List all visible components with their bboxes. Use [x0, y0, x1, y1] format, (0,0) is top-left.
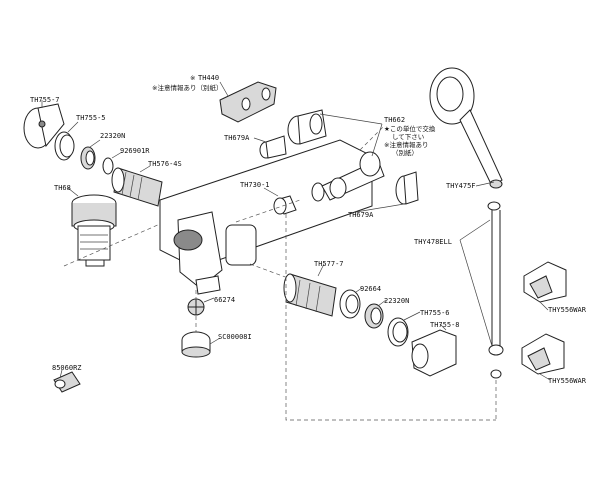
part-th755-6-ring [387, 317, 409, 347]
part-thy478ell-hose [487, 201, 504, 379]
label-th68: TH68 [54, 184, 71, 192]
part-926901r-oring [102, 157, 114, 175]
part-thy556war-holder-bottom [521, 333, 565, 375]
label-th679a-left: TH679A [224, 134, 250, 142]
part-th755-5-ring [54, 131, 75, 161]
label-66274: 66274 [214, 296, 236, 304]
part-66274-strainer [187, 298, 205, 316]
part-thy556war-holder-top [523, 261, 567, 303]
label-92664: 92664 [360, 285, 382, 293]
label-th440: TH440 [198, 74, 220, 82]
note-th662-line3: ※注意情報あり [384, 141, 429, 149]
label-th679a-right: TH679A [348, 211, 374, 219]
leader-lines [41, 81, 551, 421]
label-22320n-top: 22320N [100, 132, 126, 140]
label-thy475f: THY475F [446, 182, 476, 190]
part-th577-7-cartridge [283, 273, 337, 317]
part-th68-valve [71, 194, 117, 267]
part-thy475f-connector [489, 179, 503, 189]
part-22320n-ring-bottom [364, 303, 384, 329]
label-926901r: 926901R [120, 147, 150, 155]
label-th577-7: TH577-7 [314, 260, 344, 268]
note-th662-line2: して下さい [392, 133, 425, 141]
label-th662: TH662 [384, 116, 406, 124]
part-th662-elbow-upper [287, 109, 327, 145]
part-hand-shower [429, 67, 503, 187]
faucet-body [159, 139, 373, 295]
part-22320n-ring-top [80, 146, 96, 170]
part-th440-cover [219, 81, 277, 123]
part-th576-4s-cartridge [111, 167, 163, 207]
note-th662-line4: （別紙） [392, 149, 418, 157]
note-th440-line2: ※注意情報あり（別紙） [152, 84, 223, 92]
label-thy556war-top: THY556WAR [548, 306, 586, 314]
label-th755-5: TH755-5 [76, 114, 106, 122]
note-th662-line1: ★この単位で交換 [384, 125, 436, 133]
label-sc00008i: SC00008I [218, 333, 252, 341]
note-th440-mark: ※ [190, 74, 196, 82]
label-th755-8: TH755-8 [430, 321, 460, 329]
part-th679a-right-union [395, 171, 419, 205]
label-th755-6: TH755-6 [420, 309, 450, 317]
label-thy556war-bottom: THY556WAR [548, 377, 586, 385]
label-85060rz: 85060RZ [52, 364, 82, 372]
part-th679a-left-union [259, 135, 287, 159]
part-th755-8-cap [411, 329, 457, 377]
label-th576-4s: TH576-4S [148, 160, 182, 168]
part-92664-nut [339, 289, 361, 319]
part-85060rz-key [53, 371, 81, 393]
part-th662-elbow-lower [311, 151, 385, 202]
label-thy478ell: THY478ELL [414, 238, 452, 246]
part-sc00008i-aerator [181, 331, 211, 358]
label-22320n-bottom: 22320N [384, 297, 410, 305]
label-th730-1: TH730-1 [240, 181, 270, 189]
part-th755-7-cap [23, 103, 65, 149]
label-th755-7-top: TH755-7 [30, 96, 60, 104]
